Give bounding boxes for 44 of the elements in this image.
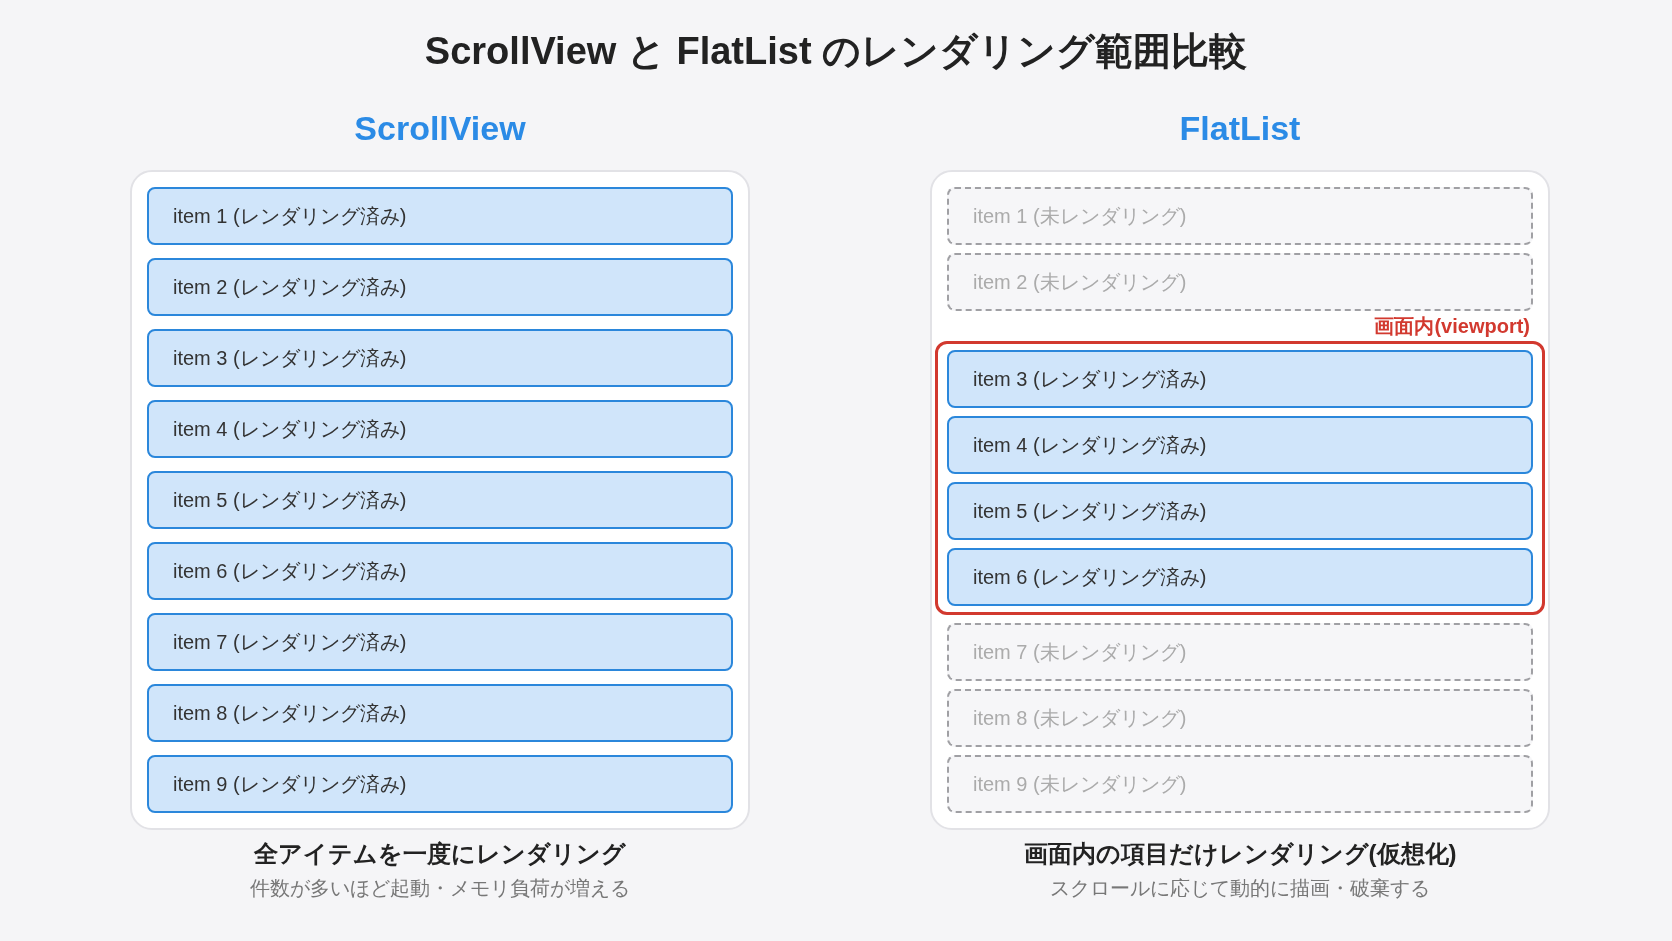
item-label: item 5 (レンダリング済み)	[973, 499, 1207, 524]
rendered-item	[947, 548, 1533, 606]
item-label: item 4 (レンダリング済み)	[173, 417, 407, 442]
placeholder-item	[947, 623, 1533, 681]
item-label: item 2 (レンダリング済み)	[173, 275, 407, 300]
placeholder-item	[947, 755, 1533, 813]
placeholder-item	[947, 253, 1533, 311]
rendered-item	[147, 755, 733, 813]
placeholder-item	[947, 689, 1533, 747]
rendered-item	[947, 350, 1533, 408]
item-label: item 9 (レンダリング済み)	[173, 772, 407, 797]
viewport-label: 画面内(viewport)	[1374, 314, 1530, 338]
item-label: item 7 (未レンダリング)	[973, 640, 1187, 665]
item-label: item 1 (未レンダリング)	[973, 204, 1187, 229]
rendered-item	[147, 613, 733, 671]
rendered-item	[147, 400, 733, 458]
item-label: item 6 (レンダリング済み)	[173, 559, 407, 584]
rendered-item	[147, 684, 733, 742]
item-label: item 3 (レンダリング済み)	[973, 367, 1207, 392]
column-note: 件数が多いほど起動・メモリ負荷が増える	[250, 876, 630, 901]
item-label: item 6 (レンダリング済み)	[973, 565, 1207, 590]
column-heading: FlatList	[1179, 108, 1301, 149]
item-label: item 5 (レンダリング済み)	[173, 488, 407, 513]
diagram-title: ScrollView と FlatList のレンダリング範囲比較	[424, 29, 1248, 74]
rendered-item	[947, 416, 1533, 474]
item-label: item 9 (未レンダリング)	[973, 772, 1187, 797]
rendered-item	[147, 258, 733, 316]
item-label: item 8 (レンダリング済み)	[173, 701, 407, 726]
placeholder-item	[947, 187, 1533, 245]
rendered-item	[947, 482, 1533, 540]
rendered-item	[147, 471, 733, 529]
item-label: item 8 (未レンダリング)	[973, 706, 1187, 731]
item-label: item 7 (レンダリング済み)	[173, 630, 407, 655]
item-label: item 3 (レンダリング済み)	[173, 346, 407, 371]
rendered-item	[147, 542, 733, 600]
rendered-item	[147, 329, 733, 387]
rendered-item	[147, 187, 733, 245]
column-caption: 画面内の項目だけレンダリング(仮想化)	[1023, 839, 1457, 869]
item-label: item 2 (未レンダリング)	[973, 270, 1187, 295]
column-caption: 全アイテムを一度にレンダリング	[254, 839, 626, 869]
item-label: item 1 (レンダリング済み)	[173, 204, 407, 229]
item-label: item 4 (レンダリング済み)	[973, 433, 1207, 458]
column-note: スクロールに応じて動的に描画・破棄する	[1050, 876, 1430, 901]
column-heading: ScrollView	[354, 108, 526, 149]
